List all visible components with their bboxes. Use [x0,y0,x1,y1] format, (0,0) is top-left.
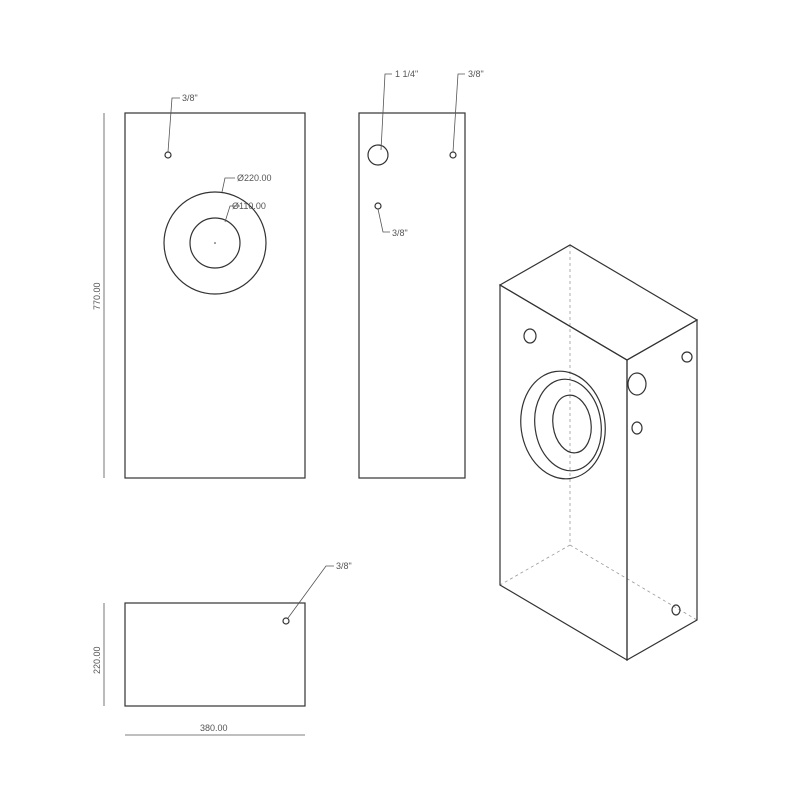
outer-diameter-label: Ø220.00 [237,173,272,183]
front-panel-outline [124,112,306,479]
depth-label: 220.00 [92,646,102,674]
top-view: 3/8" 220.00 380.00 [92,561,352,736]
front-top-hole [164,151,172,159]
speaker-inner-circle [189,217,241,269]
leader-line [287,565,334,619]
iso-hole [671,604,681,616]
front-face [499,283,628,662]
top-hole-label: 3/8" [336,561,352,571]
iso-hole [631,421,643,435]
leader-line [380,73,392,151]
speaker-outer-circle [163,191,267,295]
width-label: 380.00 [200,723,228,733]
iso-speaker-rim [534,378,602,472]
iso-speaker-inner [552,394,592,454]
side-view: 1 1/4" 3/8" 3/8" [358,69,484,479]
large-hole [367,144,389,166]
side-mid-hole [374,202,382,210]
leader-line [221,177,235,193]
leader-line [377,208,390,233]
side-mid-hole-label: 3/8" [392,228,408,238]
iso-hole [681,351,693,363]
top-panel-outline [124,602,306,707]
large-hole-label: 1 1/4" [395,69,418,79]
leader-line [452,73,465,153]
isometric-view [498,244,699,662]
height-label: 770.00 [92,282,102,310]
top-hole [282,617,290,625]
iso-hole [523,328,537,344]
inner-diameter-label: Ø110.00 [232,201,266,211]
front-view: 3/8" Ø220.00 Ø110.00 770.00 [92,93,306,479]
side-top-hole [449,151,457,159]
center-mark [214,242,216,244]
iso-speaker-outer [520,370,606,480]
leader-line [167,97,180,153]
side-face [626,318,698,662]
leader-line [224,205,240,223]
hidden-edge [569,544,698,621]
side-panel-outline [358,112,466,479]
iso-large-hole [627,372,647,396]
side-top-hole-label: 3/8" [468,69,484,79]
front-hole-label: 3/8" [182,93,198,103]
